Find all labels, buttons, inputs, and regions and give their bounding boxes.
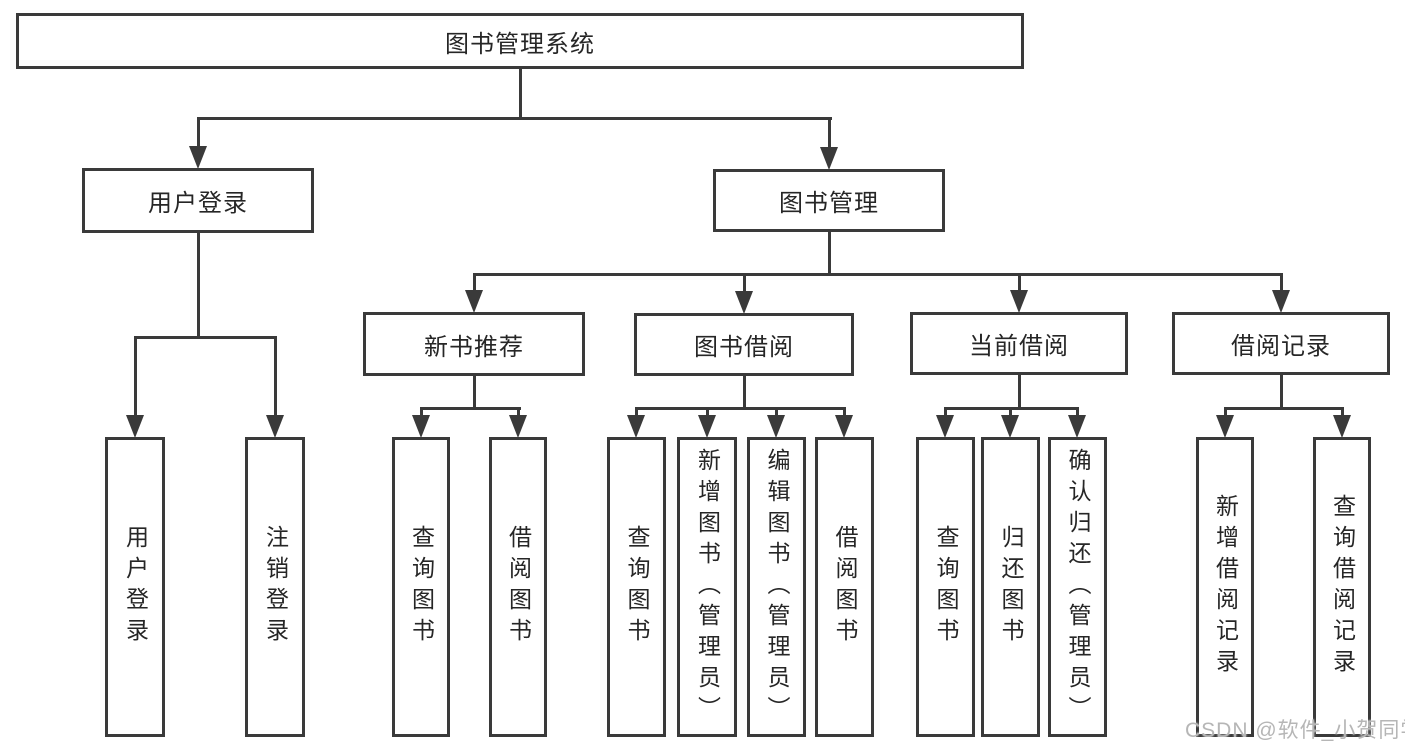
connector-drop-bb-query — [635, 407, 638, 417]
node-new-books: 新书推荐 — [363, 312, 585, 376]
leaf-bb-edit-books-admin-label: 编辑图书（管理员） — [764, 447, 790, 727]
node-current-borrow: 当前借阅 — [910, 312, 1128, 375]
leaf-cb-return-books: 归还图书 — [981, 437, 1040, 737]
leaf-cb-return-books-label: 归还图书 — [998, 525, 1024, 649]
arrowhead-book-mgmt — [820, 147, 838, 170]
connector-book-borrow-stem — [743, 376, 746, 407]
leaf-nb-borrow-books: 借阅图书 — [489, 437, 547, 737]
connector-drop-borrow-records — [1280, 273, 1283, 292]
connector-drop-cb-query — [944, 407, 947, 417]
leaf-bb-add-books-admin-label: 新增图书（管理员） — [694, 447, 721, 727]
node-root-label: 图书管理系统 — [445, 30, 595, 58]
arrowhead-current-borrow — [1010, 290, 1028, 313]
leaf-nb-query-books: 查询图书 — [392, 437, 450, 737]
leaf-cb-query-books-label: 查询图书 — [933, 525, 959, 649]
leaf-br-query-record-label: 查询借阅记录 — [1329, 494, 1356, 680]
arrowhead-nb-query — [412, 415, 430, 438]
node-current-borrow-label: 当前借阅 — [969, 333, 1069, 360]
arrowhead-bb-query — [627, 415, 645, 438]
connector-drop-br-query — [1341, 407, 1344, 417]
leaf-cb-query-books: 查询图书 — [916, 437, 975, 737]
connector-user-login-split — [134, 336, 277, 339]
leaf-bb-query-books-label: 查询图书 — [624, 525, 650, 649]
connector-drop-cb-return — [1009, 407, 1012, 417]
leaf-bb-borrow-books-label: 借阅图书 — [832, 525, 858, 649]
arrowhead-leaf-user-login — [126, 415, 144, 438]
arrowhead-cb-return — [1001, 415, 1019, 438]
connector-drop-br-add — [1224, 407, 1227, 417]
node-new-books-label: 新书推荐 — [424, 333, 524, 361]
arrowhead-bb-borrow — [835, 415, 853, 438]
leaf-logout-label: 注销登录 — [262, 525, 289, 649]
connector-borrow-records-split — [1224, 407, 1344, 410]
connector-drop-nb-query — [420, 407, 423, 417]
leaf-bb-query-books: 查询图书 — [607, 437, 666, 737]
connector-drop-bb-borrow — [843, 407, 846, 417]
arrowhead-nb-borrow — [509, 415, 527, 438]
connector-drop-bb-edit — [775, 407, 778, 417]
leaf-nb-query-books-label: 查询图书 — [408, 525, 435, 649]
arrowhead-cb-query — [936, 415, 954, 438]
arrowhead-bb-edit — [767, 415, 785, 438]
connector-book-mgmt-split — [473, 273, 1283, 276]
node-borrow-records: 借阅记录 — [1172, 312, 1390, 375]
leaf-user-login: 用户登录 — [105, 437, 165, 737]
connector-book-mgmt-stem — [828, 232, 831, 273]
arrowhead-br-query — [1333, 415, 1351, 438]
connector-root-stem — [519, 69, 522, 117]
connector-drop-new-books — [473, 273, 476, 292]
arrowhead-cb-confirm — [1068, 415, 1086, 438]
connector-drop-user-login — [197, 117, 200, 148]
leaf-bb-borrow-books: 借阅图书 — [815, 437, 874, 737]
connector-drop-current-borrow — [1018, 273, 1021, 292]
arrowhead-new-books — [465, 290, 483, 313]
connector-new-books-split — [420, 407, 521, 410]
node-book-mgmt: 图书管理 — [713, 169, 945, 232]
leaf-logout: 注销登录 — [245, 437, 305, 737]
connector-drop-leaf-logout — [274, 336, 277, 417]
arrowhead-leaf-logout — [266, 415, 284, 438]
connector-drop-cb-confirm — [1076, 407, 1079, 417]
leaf-br-query-record: 查询借阅记录 — [1313, 437, 1371, 737]
leaf-nb-borrow-books-label: 借阅图书 — [505, 525, 532, 649]
arrowhead-borrow-records — [1272, 290, 1290, 313]
connector-drop-book-borrow — [743, 273, 746, 293]
arrowhead-br-add — [1216, 415, 1234, 438]
connector-root-split — [197, 117, 832, 120]
node-root-library-system: 图书管理系统 — [16, 13, 1024, 69]
connector-user-login-stem — [197, 233, 200, 336]
leaf-br-add-record: 新增借阅记录 — [1196, 437, 1254, 737]
connector-borrow-records-stem — [1280, 375, 1283, 407]
leaf-user-login-label: 用户登录 — [122, 525, 149, 649]
leaf-bb-edit-books-admin: 编辑图书（管理员） — [747, 437, 806, 737]
connector-drop-book-mgmt — [828, 117, 831, 148]
leaf-cb-confirm-return-admin-label: 确认归还（管理员） — [1065, 447, 1091, 727]
node-user-login: 用户登录 — [82, 168, 314, 233]
connector-book-borrow-split — [635, 407, 846, 410]
leaf-br-add-record-label: 新增借阅记录 — [1212, 494, 1239, 680]
leaf-cb-confirm-return-admin: 确认归还（管理员） — [1048, 437, 1107, 737]
arrowhead-book-borrow — [735, 291, 753, 314]
arrowhead-user-login — [189, 146, 207, 169]
arrowhead-bb-add — [698, 415, 716, 438]
node-user-login-label: 用户登录 — [148, 190, 248, 217]
connector-current-borrow-stem — [1018, 375, 1021, 407]
leaf-bb-add-books-admin: 新增图书（管理员） — [677, 437, 737, 737]
connector-new-books-stem — [473, 376, 476, 407]
connector-drop-nb-borrow — [517, 407, 520, 417]
connector-drop-leaf-user-login — [134, 336, 137, 417]
node-book-borrow-label: 图书借阅 — [694, 334, 794, 361]
connector-drop-bb-add — [706, 407, 709, 417]
node-book-mgmt-label: 图书管理 — [779, 190, 879, 217]
csdn-watermark: CSDN @软件_小贺同学 — [1185, 719, 1405, 742]
node-borrow-records-label: 借阅记录 — [1231, 333, 1331, 360]
node-book-borrow: 图书借阅 — [634, 313, 854, 376]
